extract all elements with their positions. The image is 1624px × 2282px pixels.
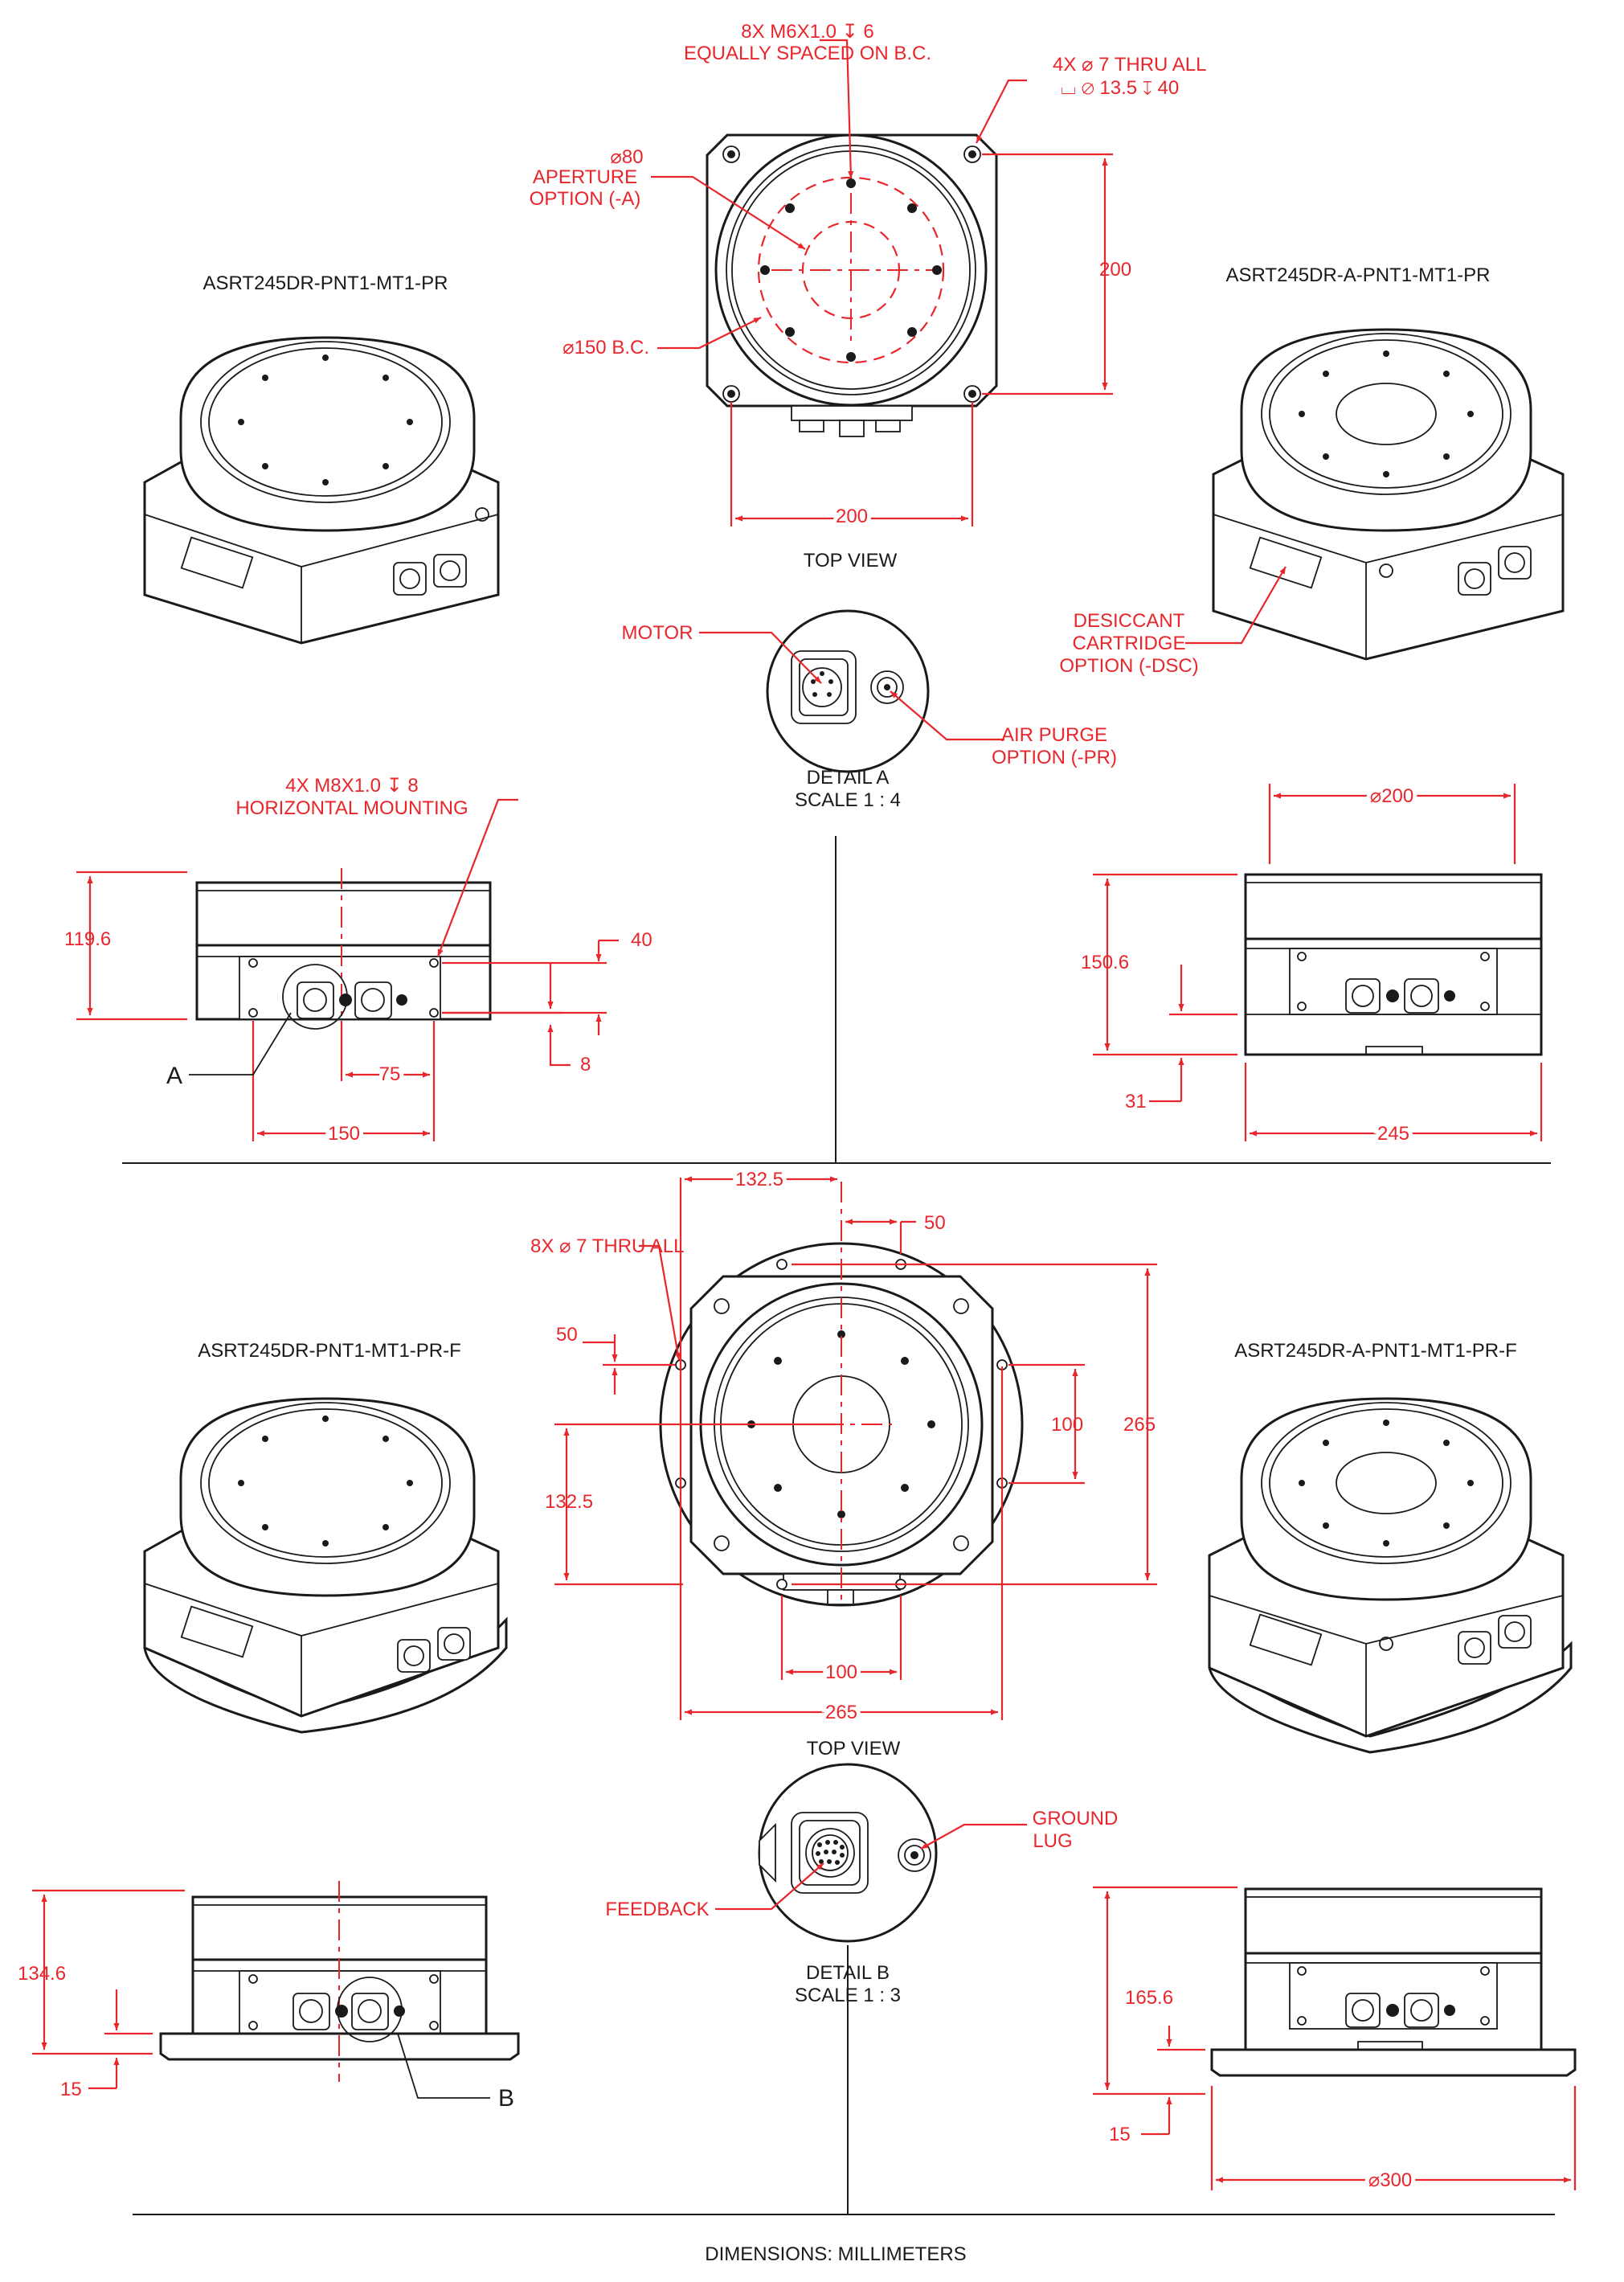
hole-spacing-vertical-dimension: 40: [631, 929, 652, 951]
bolt-circle-callout: ⌀150 B.C.: [562, 337, 649, 358]
aperture-diameter-dimension: ⌀200: [1370, 785, 1414, 807]
detail-b-title: DETAIL B: [806, 1962, 890, 1984]
side-view-aperture: [1093, 784, 1543, 1141]
hole-span-dimension: 150: [328, 1123, 360, 1145]
top-view-square-stage: [651, 39, 1113, 526]
inner-spacing-vertical-dimension: 100: [1051, 1414, 1083, 1436]
detail-a-title: DETAIL A: [807, 767, 890, 789]
side-view-flange-aperture: [1093, 1886, 1577, 2190]
ground-lug-callout-line2: LUG: [1033, 1830, 1072, 1852]
side-height-dimension: 119.6: [64, 928, 111, 950]
corner-thru-holes: [722, 145, 981, 403]
flange-thru-holes-callout: 8X ⌀ 7 THRU ALL: [530, 1235, 684, 1257]
isometric-standard-stage: [143, 336, 500, 645]
offset-y-small-dimension: 50: [556, 1324, 578, 1346]
detail-a-view: [699, 609, 1004, 773]
detail-a-scale: SCALE 1 : 4: [795, 789, 901, 811]
desiccant-callout-line1: DESICCANT: [1074, 610, 1185, 632]
tapped-holes: [760, 178, 942, 362]
feedback-callout: FEEDBACK: [605, 1899, 709, 1920]
top-view-label-2: TOP VIEW: [807, 1738, 901, 1760]
aperture-diameter-callout: ⌀80: [610, 146, 643, 168]
hole-offset-dimension: 8: [580, 1054, 591, 1075]
feedback-connector-pins: [816, 1840, 845, 1865]
overall-width-dimension: 265: [825, 1702, 857, 1723]
side-view-standard: [76, 798, 619, 1141]
top-height-dimension: 200: [1099, 259, 1131, 281]
offset-x-small-dimension: 50: [924, 1212, 946, 1234]
offset-y-dimension: 132.5: [545, 1491, 593, 1513]
isometric-flange-aperture-stage: [1208, 1397, 1573, 1754]
aperture-width-dimension: 245: [1377, 1123, 1409, 1145]
isometric-flange-stage: [143, 1397, 508, 1734]
aperture-side-height-dimension: 150.6: [1081, 952, 1129, 973]
inner-spacing-horizontal-dimension: 100: [825, 1661, 857, 1683]
overall-height-dimension: 265: [1123, 1414, 1156, 1436]
flange-side-height-dimension: 134.6: [18, 1963, 66, 1985]
detail-b-reference: B: [498, 2085, 514, 2112]
aperture-callout-line2: OPTION (-A): [530, 188, 641, 210]
tapped-holes-callout-line2: EQUALLY SPACED ON B.C.: [684, 43, 931, 64]
model-label-flange-aperture: ASRT245DR-A-PNT1-MT1-PR-F: [1234, 1340, 1517, 1362]
thru-holes-callout-line1: 4X ⌀ 7 THRU ALL: [1053, 54, 1206, 76]
detail-b-scale: SCALE 1 : 3: [795, 1985, 901, 2006]
thru-holes-callout-line2: ⌴ ⌀ 13.5 ↧ 40: [1061, 77, 1179, 99]
model-label-standard: ASRT245DR-PNT1-MT1-PR: [203, 272, 448, 294]
isometric-aperture-stage: [1185, 328, 1565, 661]
desiccant-callout-line3: OPTION (-DSC): [1059, 655, 1198, 677]
top-width-dimension: 200: [836, 506, 868, 527]
tapped-holes-callout-line1: 8X M6X1.0 ↧ 6: [741, 21, 874, 43]
flange-aperture-base-dimension: 15: [1109, 2124, 1131, 2145]
model-label-aperture: ASRT245DR-A-PNT1-MT1-PR: [1226, 264, 1491, 286]
air-purge-callout-line2: OPTION (-PR): [992, 747, 1117, 768]
flange-side-base-dimension: 15: [60, 2079, 82, 2100]
hole-spacing-horizontal-dimension: 75: [379, 1063, 401, 1085]
top-view-flange-stage: [554, 1176, 1157, 1720]
detail-b-view: [715, 1763, 1027, 1943]
motor-callout: MOTOR: [622, 622, 693, 644]
horizontal-mount-callout-line2: HORIZONTAL MOUNTING: [235, 797, 468, 819]
aperture-base-dimension: 31: [1125, 1091, 1147, 1112]
aperture-callout-line1: APERTURE: [533, 166, 637, 188]
top-view-label-1: TOP VIEW: [804, 550, 898, 572]
offset-x-dimension: 132.5: [735, 1169, 783, 1190]
units-note: DIMENSIONS: MILLIMETERS: [705, 2243, 966, 2265]
model-label-flange: ASRT245DR-PNT1-MT1-PR-F: [198, 1340, 461, 1362]
ground-lug-callout-line1: GROUND: [1033, 1808, 1119, 1829]
detail-a-reference: A: [166, 1063, 182, 1089]
section-separators: [122, 836, 1555, 2215]
side-view-flange: [32, 1881, 520, 2099]
flange-aperture-diameter-dimension: ⌀300: [1368, 2169, 1413, 2191]
desiccant-callout-line2: CARTRIDGE: [1073, 633, 1186, 654]
horizontal-mount-callout-line1: 4X M8X1.0 ↧ 8: [285, 775, 419, 797]
flange-aperture-height-dimension: 165.6: [1125, 1987, 1173, 2009]
air-purge-callout-line1: AIR PURGE: [1001, 724, 1107, 746]
